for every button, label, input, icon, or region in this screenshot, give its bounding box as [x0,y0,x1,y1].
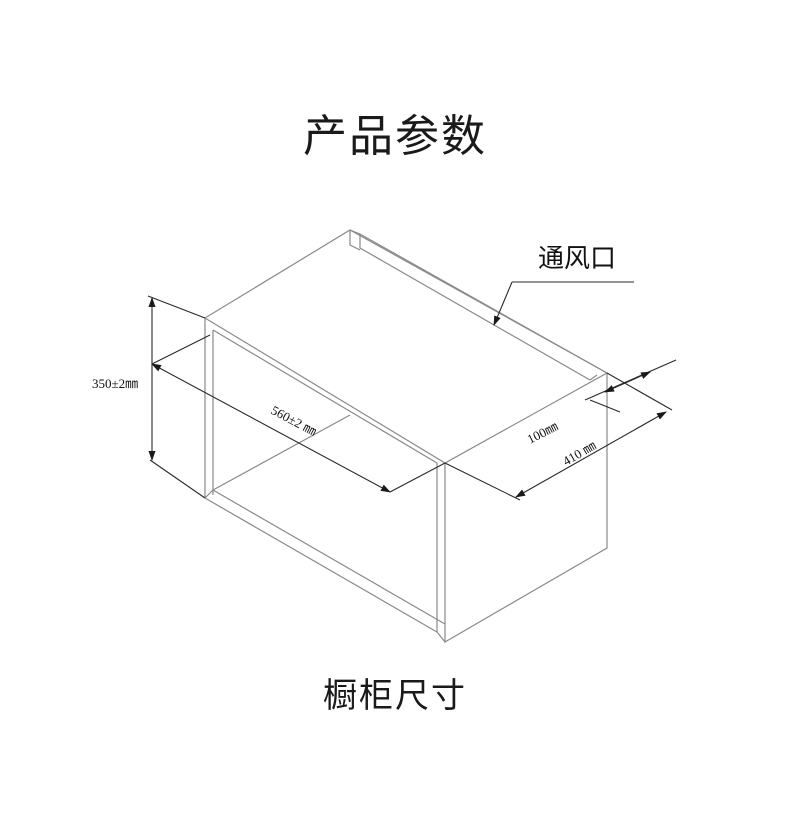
height-label: 350±2㎜ [92,376,138,391]
vent-depth-dimension: 100㎜ [525,359,677,447]
vent-depth-label: 100㎜ [525,419,561,447]
width-label: 560±2 ㎜ [269,402,320,438]
width-dimension: 560±2 ㎜ [151,334,446,493]
vent-label: 通风口 [538,244,616,274]
depth-dimension: 410 ㎜ [444,372,673,501]
page-title: 产品参数 [303,111,487,162]
depth-label: 410 ㎜ [560,438,598,469]
diagram-caption: 橱柜尺寸 [323,676,467,716]
height-dimension: 350±2㎜ [92,295,206,499]
vent-callout: 通风口 [493,244,634,326]
